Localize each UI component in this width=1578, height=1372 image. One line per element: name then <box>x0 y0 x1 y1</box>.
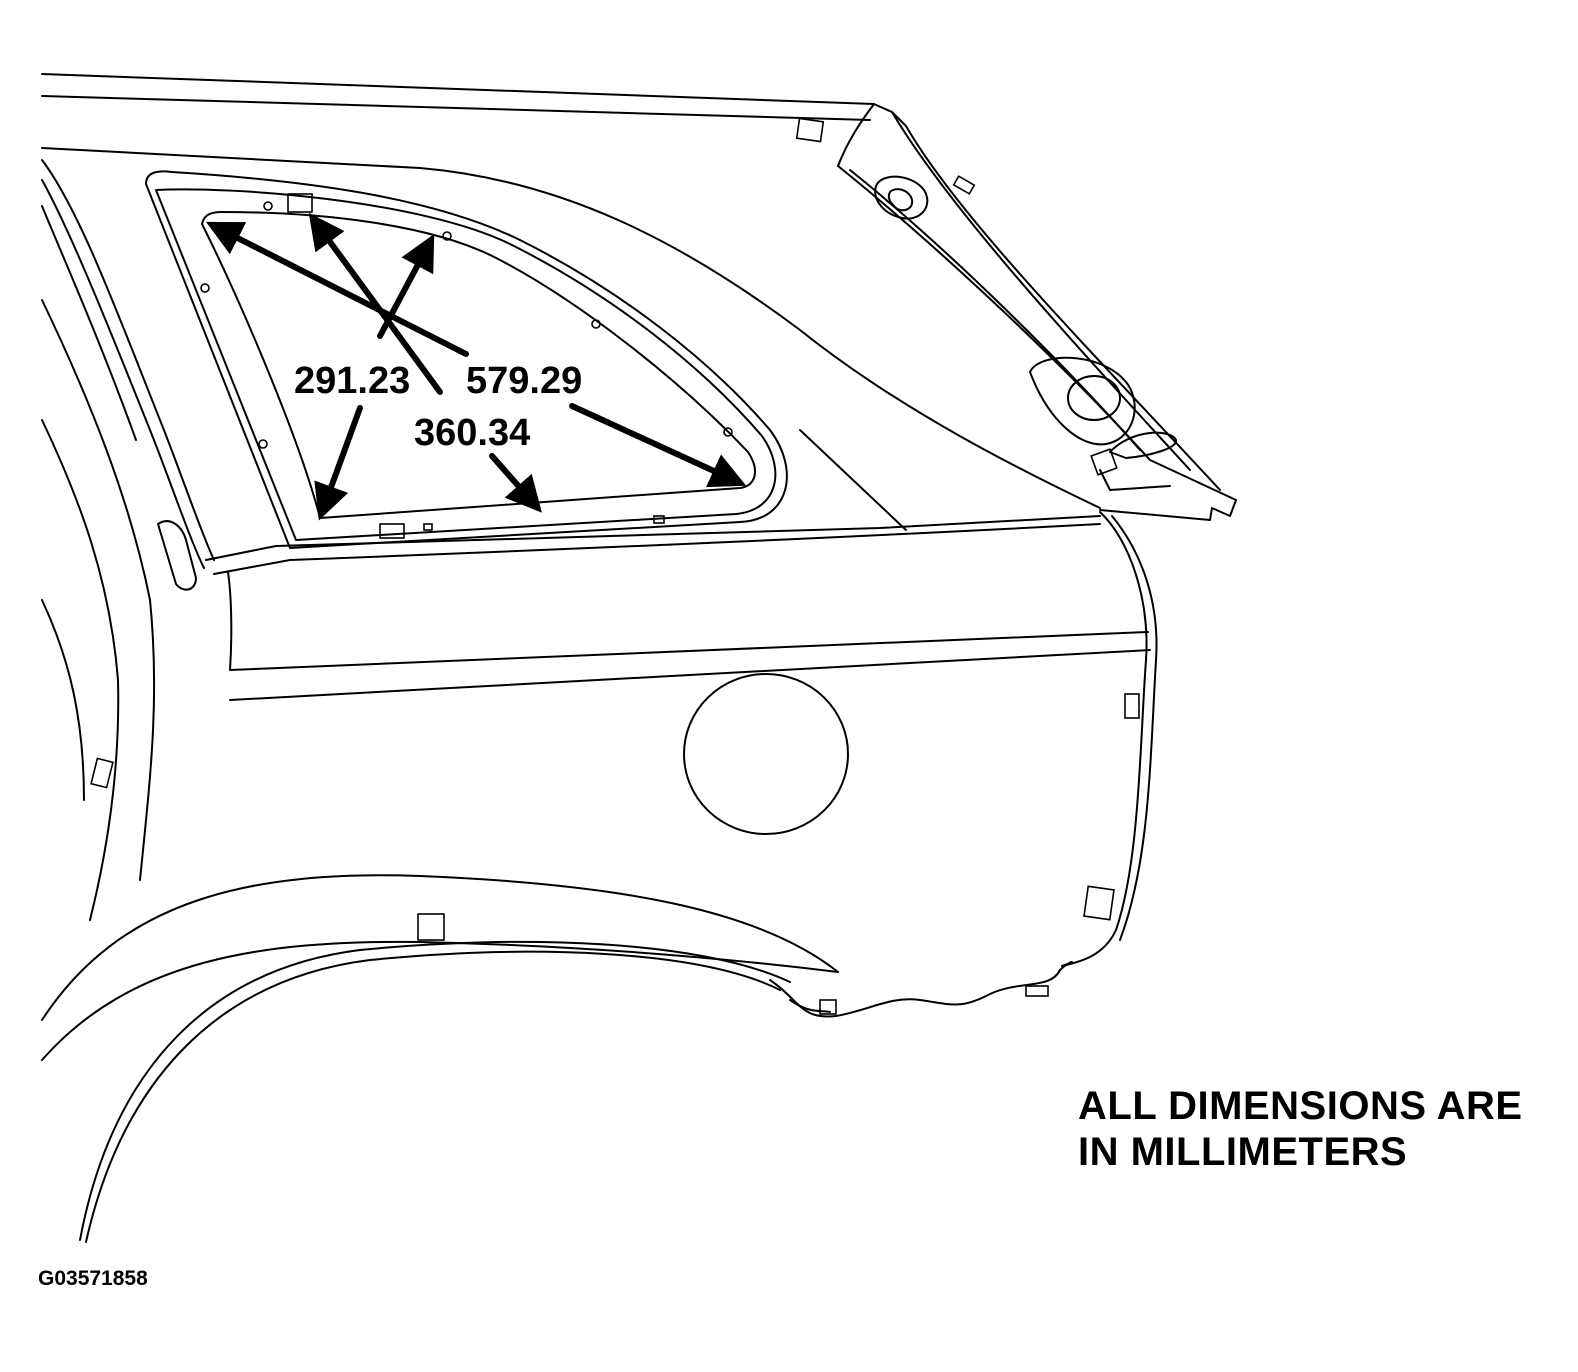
liftgate-flange <box>795 117 1237 521</box>
units-note-line-1: ALL DIMENSIONS ARE <box>1078 1084 1523 1128</box>
quarter-window-frame <box>145 170 788 549</box>
arrow-291-upper <box>377 234 435 339</box>
figure-id: G03571858 <box>38 1267 148 1290</box>
dimension-label-360: 360.34 <box>414 412 530 454</box>
dimension-label-579: 579.29 <box>466 360 582 402</box>
wheel-arch <box>41 874 1073 1243</box>
c-pillar <box>41 147 1101 921</box>
arrow-360-upper <box>308 212 443 395</box>
dimension-arrows <box>205 212 747 521</box>
arrow-291-lower <box>314 405 363 521</box>
quarter-panel-body <box>205 429 1158 967</box>
units-note: ALL DIMENSIONS ARE IN MILLIMETERS <box>1078 1083 1523 1175</box>
arrow-579-upper <box>205 221 469 357</box>
roof-outline <box>41 73 1221 491</box>
units-note-line-2: IN MILLIMETERS <box>1078 1130 1408 1174</box>
dimension-label-291: 291.23 <box>294 360 410 402</box>
arrow-360-lower <box>489 453 542 513</box>
arrow-579-lower <box>569 403 747 488</box>
